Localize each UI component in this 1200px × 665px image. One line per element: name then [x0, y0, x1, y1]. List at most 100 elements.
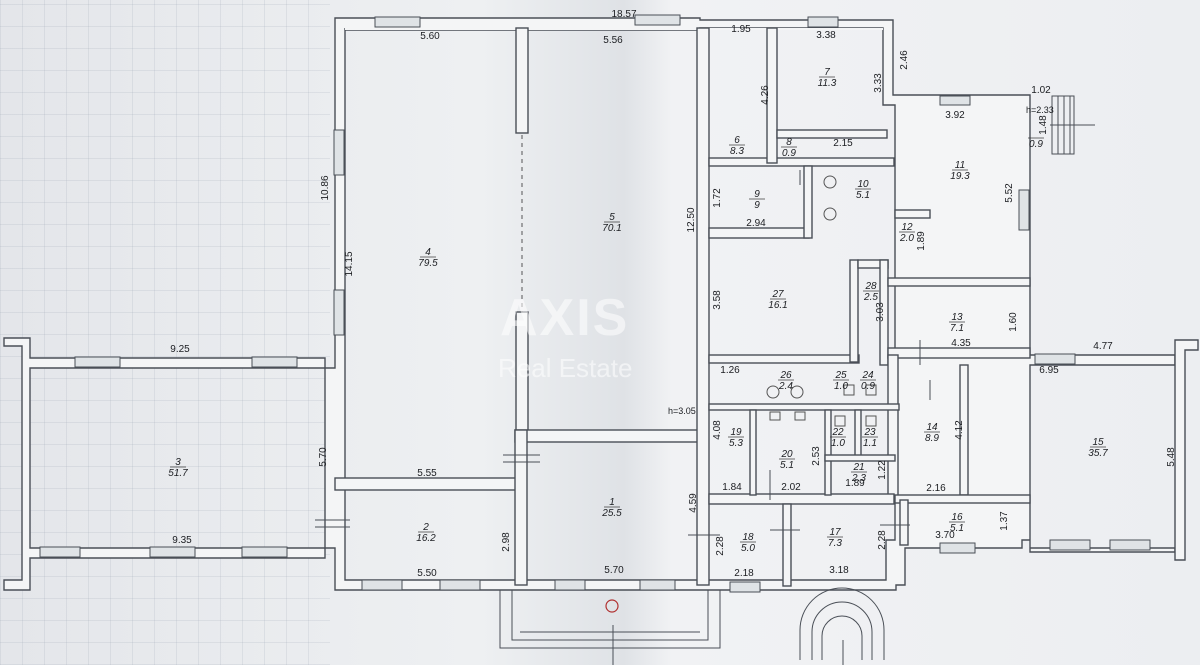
- room-number: 18: [742, 532, 754, 543]
- room-number: 3: [175, 457, 181, 468]
- entrance-porch-right: [799, 587, 885, 665]
- room-area: 79.5: [418, 258, 438, 269]
- room-9: 99: [749, 189, 765, 211]
- dimension-label: 3.38: [816, 30, 836, 41]
- dimension-label: 1.26: [720, 365, 740, 376]
- dimension-label: 4.26: [760, 85, 771, 105]
- room-18: 185.0: [740, 532, 756, 554]
- dimension-label: 4.35: [951, 338, 971, 349]
- room-area: 70.1: [602, 223, 621, 234]
- dimension-label: 2.02: [781, 482, 801, 493]
- room-number: 26: [779, 370, 792, 381]
- room-area: 5.3: [729, 438, 743, 449]
- dimension-label: 3.58: [712, 290, 723, 310]
- dimension-label: 2.94: [746, 218, 766, 229]
- dimension-label: 10.86: [320, 175, 331, 200]
- room-area: 8.9: [925, 433, 939, 444]
- dimension-label: 2.15: [833, 138, 853, 149]
- dimension-label: 9.35: [172, 535, 192, 546]
- dimension-label: 2.16: [926, 483, 946, 494]
- room-area: 0.9: [1029, 139, 1043, 150]
- room-area: 51.7: [168, 468, 188, 479]
- room-number: 25: [834, 370, 847, 381]
- room-area: 11.3: [818, 78, 837, 89]
- room-number: 28: [864, 281, 877, 292]
- room-number: 21: [852, 462, 864, 473]
- room-number: 2: [422, 522, 429, 533]
- windows: [39, 14, 1151, 593]
- room-area: 7.1: [950, 323, 964, 334]
- room-16: 165.1: [949, 512, 965, 534]
- room-area: 2.0: [899, 233, 914, 244]
- room-area: 1.1: [863, 438, 877, 449]
- room-number: 14: [926, 422, 938, 433]
- room-area: 9: [754, 200, 760, 211]
- dimension-label: 5.60: [420, 31, 440, 42]
- dimension-label: 1.37: [999, 511, 1010, 531]
- room-number: 1: [609, 497, 615, 508]
- dimension-label: 18.57: [611, 9, 636, 20]
- room-23: 231.1: [862, 427, 878, 449]
- dimension-label: 14.15: [344, 251, 355, 276]
- east-wall: [1174, 339, 1199, 561]
- room-area: 0.9: [782, 148, 796, 159]
- room-area: 5.0: [741, 543, 755, 554]
- room-number: 16: [951, 512, 963, 523]
- room-19: 195.3: [728, 427, 744, 449]
- dimension-label: 1.84: [722, 482, 742, 493]
- room-number: 20: [780, 449, 793, 460]
- dimension-label: 3.70: [935, 530, 955, 541]
- dimension-label: 6.95: [1039, 365, 1059, 376]
- room-area: 2.3: [851, 473, 866, 484]
- room-number: 6: [734, 135, 740, 146]
- dimension-label: 1.22: [877, 460, 888, 480]
- dimension-label: 4.12: [954, 420, 965, 440]
- room-20: 205.1: [779, 449, 795, 471]
- room-area: 16.2: [416, 533, 436, 544]
- room-number: 12: [901, 222, 913, 233]
- watermark-subtitle: Real Estate: [498, 353, 632, 383]
- room-28: 282.5: [863, 281, 879, 303]
- room-21: 212.3: [851, 462, 867, 484]
- room-area: 0.9: [861, 381, 875, 392]
- room-labels: 125.5216.2351.7479.5570.168.3711.380.999…: [168, 67, 1108, 554]
- room-area: 5.1: [856, 190, 870, 201]
- room-8: 80.9: [781, 137, 797, 159]
- dimension-label: 3.03: [875, 302, 886, 322]
- room-number: 9: [754, 189, 760, 200]
- room-number: 4: [425, 247, 431, 258]
- room-area: 19.3: [950, 171, 970, 182]
- dimension-label: 5.50: [417, 568, 437, 579]
- dimension-label: 4.77: [1093, 341, 1113, 352]
- room-area: 2.5: [863, 292, 878, 303]
- room-26: 262.4: [778, 370, 794, 392]
- room-area: 25.5: [601, 508, 622, 519]
- room-area: 8.3: [730, 146, 744, 157]
- room-12: 122.0: [899, 222, 915, 244]
- walls: [3, 17, 1199, 591]
- room-area: 7.3: [828, 538, 842, 549]
- room-14: 148.9: [924, 422, 940, 444]
- room-number: 8: [786, 137, 792, 148]
- entrance-porch-left: [499, 590, 721, 665]
- dimension-label: 2.98: [501, 532, 512, 552]
- room-area: 1.0: [834, 381, 848, 392]
- room-number: 17: [829, 527, 841, 538]
- room-17: 177.3: [827, 527, 843, 549]
- room-area: 2.4: [778, 381, 793, 392]
- doors: [315, 170, 931, 536]
- stair-height-label: h=2.33: [1026, 105, 1054, 115]
- dimension-label: 3.18: [829, 565, 849, 576]
- dimension-label: 1.95: [731, 24, 751, 35]
- dimension-label: 2.28: [877, 530, 888, 550]
- dimension-label: 4.59: [688, 493, 699, 513]
- room-area: 5.1: [780, 460, 794, 471]
- room-24: 240.9: [860, 370, 876, 392]
- sanitary-fixtures: [766, 175, 877, 427]
- watermark-title: AXIS: [500, 289, 629, 347]
- dimension-label: 9.25: [170, 344, 190, 355]
